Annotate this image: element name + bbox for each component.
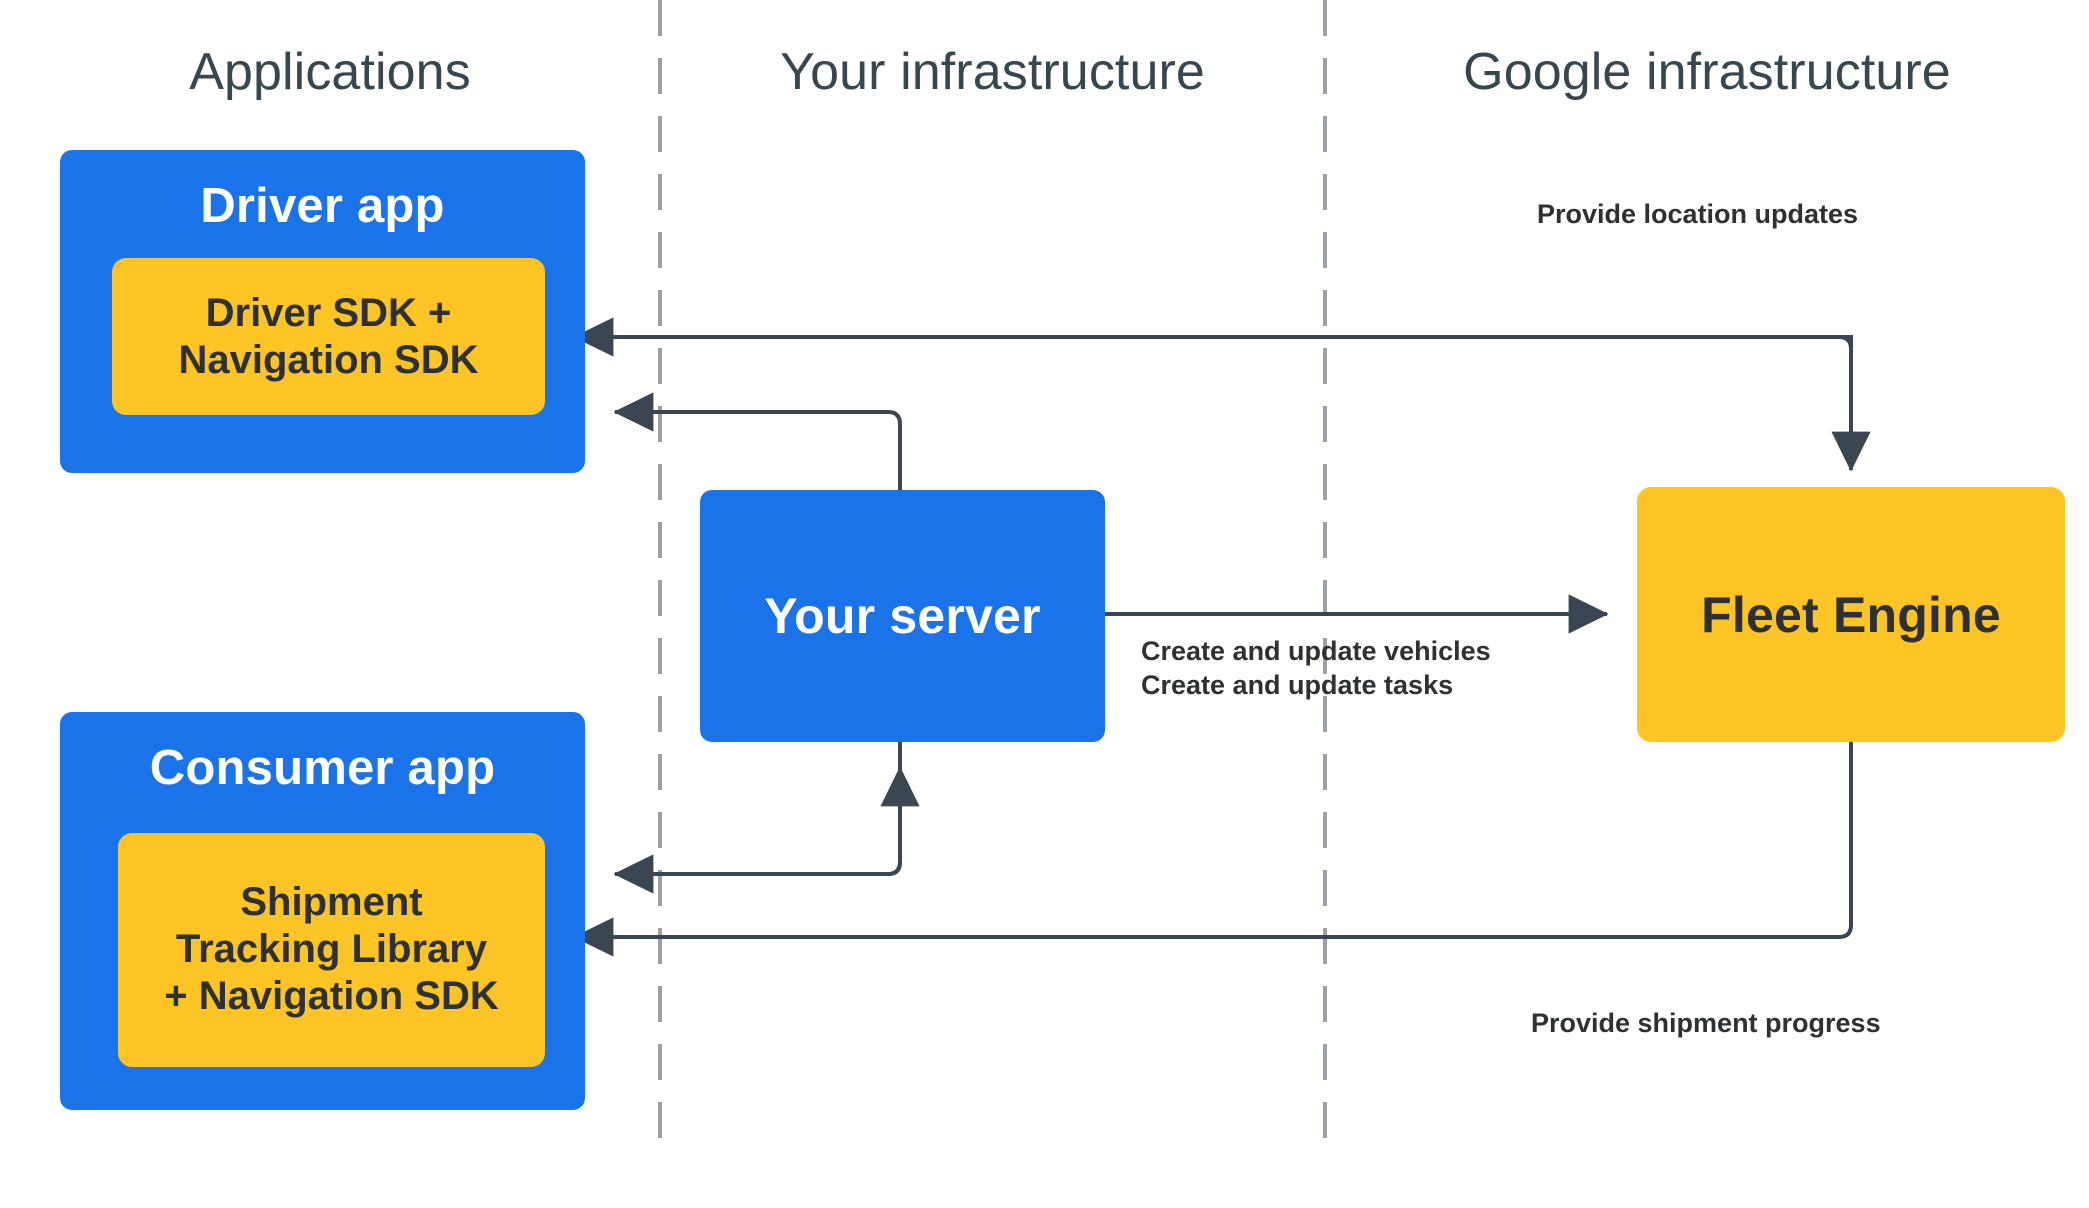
your-server-label: Your server [764,588,1041,644]
column-title-your-infrastructure: Your infrastructure [780,43,1205,101]
edge-consumer-to-server [615,766,920,876]
driver-sdk-box[interactable]: Driver SDK +Navigation SDK [112,258,545,415]
column-title-applications: Applications [189,43,471,101]
consumer-app-title: Consumer app [149,741,496,795]
driver-app-title: Driver app [200,179,445,233]
edge-label-provide-shipment-progress: Provide shipment progress [1531,1008,1881,1038]
edge-label-provide-location-updates: Provide location updates [1537,199,1859,229]
your-server-box[interactable]: Your server [700,490,1105,742]
edge-fleet-to-consumer-sdk [573,742,1853,957]
edge-location-updates-corner [1380,335,1871,472]
fleet-engine-label: Fleet Engine [1701,586,2001,643]
fleet-engine-box[interactable]: Fleet Engine [1637,487,2065,742]
driver-sdk-label: Driver SDK +Navigation SDK [178,290,479,382]
edge-server-to-consumer-app [613,742,902,894]
column-title-google-infrastructure: Google infrastructure [1463,43,1951,101]
edge-server-to-driver-app [613,392,902,490]
